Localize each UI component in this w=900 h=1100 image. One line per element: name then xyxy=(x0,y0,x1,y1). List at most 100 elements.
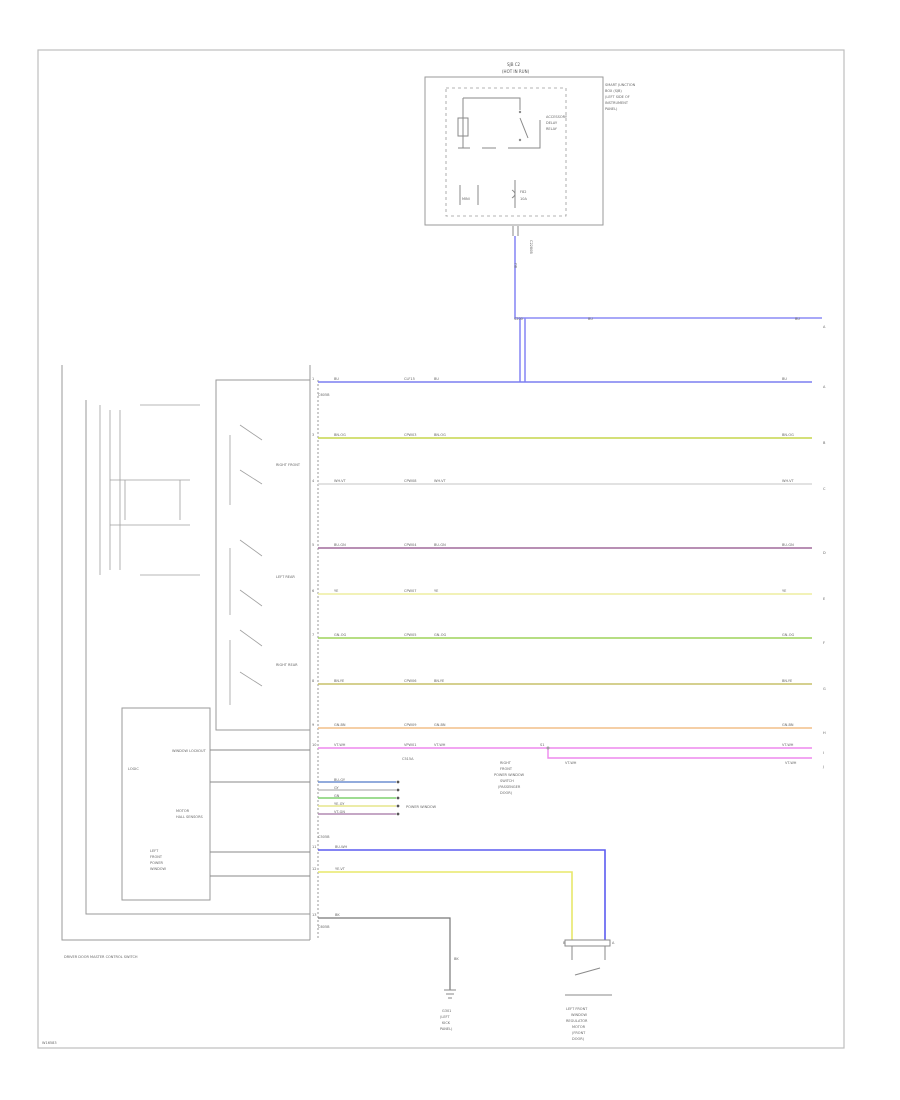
svg-text:(LEFT SIDE OF: (LEFT SIDE OF xyxy=(605,95,630,99)
top-module-inner-dashed xyxy=(445,87,567,217)
wire-pin: 4 xyxy=(312,479,315,483)
hall-terminal xyxy=(396,788,400,792)
svg-text:HALL SENSORS: HALL SENSORS xyxy=(176,815,203,819)
wire-color-mid: BU-GN xyxy=(434,543,446,547)
svg-text:PANEL): PANEL) xyxy=(605,107,618,111)
top-module-header-1: SJB C2 xyxy=(507,62,521,67)
svg-text:FRONT: FRONT xyxy=(150,855,163,859)
top-feed-wire: BU S200 BU BU A xyxy=(514,236,826,382)
svg-text:ACCESSORY: ACCESSORY xyxy=(546,115,568,119)
wire-color-end: BN-YE xyxy=(782,679,792,683)
wire-pin: 9 xyxy=(312,723,314,727)
svg-text:F82: F82 xyxy=(520,190,526,194)
svg-text:SWITCH: SWITCH xyxy=(500,779,514,783)
relay-symbol xyxy=(457,97,541,149)
wire-end-ref: F xyxy=(823,641,825,645)
svg-text:MINI: MINI xyxy=(462,197,470,201)
wire-color-start: BU-GN xyxy=(334,543,346,547)
hall-wire-label: BU-GY xyxy=(334,778,346,782)
wire-end-ref: B xyxy=(823,441,826,445)
wire-pin: 10 xyxy=(312,743,316,747)
bottom-wire-pin-1: 12 xyxy=(312,867,316,871)
svg-text:DOOR): DOOR) xyxy=(572,1037,585,1041)
window-motor: B A LEFT FRONT WINDOW REGULATOR MOTOR (F… xyxy=(563,939,615,1041)
wire-color-mid: BN-YE xyxy=(434,679,444,683)
wire-color-mid: GN-OG xyxy=(434,633,446,637)
wire-color-start: YE xyxy=(334,589,338,593)
wire-color-mid: BU xyxy=(434,377,439,381)
wire-end-ref: C xyxy=(823,487,826,491)
connector-bottom: C605B xyxy=(318,925,330,929)
wire-color-start: VT-WH xyxy=(334,743,346,747)
wire-circuit: CPW09 xyxy=(404,723,416,727)
wire-4: 4 WH-VT CPW08 WH-VT WH-VT C xyxy=(312,479,826,491)
wire-color-mid: WH-VT xyxy=(434,479,447,483)
wire-color-start: WH-VT xyxy=(334,479,347,483)
svg-text:G301: G301 xyxy=(442,1009,451,1013)
svg-text:S1: S1 xyxy=(540,743,544,747)
wire-pin: 5 xyxy=(312,543,314,547)
svg-text:WINDOW: WINDOW xyxy=(150,867,167,871)
wire-circuit: CLF15 xyxy=(404,377,415,381)
wire-circuit: CPW08 xyxy=(404,479,416,483)
svg-text:REGULATOR: REGULATOR xyxy=(566,1019,588,1023)
fuse-symbol xyxy=(459,180,516,208)
wire-pin: 6 xyxy=(312,589,314,593)
bottom-wire-label-0: BU-WH xyxy=(335,845,348,849)
svg-text:SMART JUNCTION: SMART JUNCTION xyxy=(605,83,636,87)
svg-text:MOTOR: MOTOR xyxy=(572,1025,586,1029)
top-module-header-2: (HOT IN RUN) xyxy=(502,69,530,74)
top-feed-label-end: BU xyxy=(795,317,800,321)
hall-caption: POWER WINDOW xyxy=(406,805,437,809)
wire-end-ref: E xyxy=(823,597,825,601)
ground-symbol: BK G301 (LEFT KICK PANEL) xyxy=(440,957,459,1031)
wire-circuit: CPW07 xyxy=(404,589,416,593)
wire-color-end: GN-OG xyxy=(782,633,794,637)
svg-text:(PASSENGER: (PASSENGER xyxy=(498,785,521,789)
switch-label-rr: RIGHT REAR xyxy=(276,663,298,667)
svg-text:POWER: POWER xyxy=(150,861,164,865)
svg-text:(FRONT: (FRONT xyxy=(572,1031,586,1035)
hall-terminal xyxy=(396,812,400,816)
wire-color-start: GN-BN xyxy=(334,723,346,727)
logic-label: LOGIC xyxy=(128,767,139,771)
bottom-wires: BU-WH YE-VT BK 11 12 13 xyxy=(312,845,606,990)
svg-text:POWER WINDOW: POWER WINDOW xyxy=(494,773,525,777)
wire-end-ref: I xyxy=(823,751,824,755)
svg-text:VT-WH: VT-WH xyxy=(565,761,577,765)
svg-text:VT-WH: VT-WH xyxy=(785,761,797,765)
diagram-frame xyxy=(37,49,845,1049)
splice-label: S200 xyxy=(514,317,523,321)
connector-mid: C505B xyxy=(318,835,330,839)
module-name: DRIVER DOOR MASTER CONTROL SWITCH xyxy=(64,955,138,959)
wire-color-start: BU xyxy=(334,377,339,381)
wire-color-end: VT-WH xyxy=(782,743,794,747)
wire-color-end: WH-VT xyxy=(782,479,795,483)
top-feed-label: BU xyxy=(514,263,518,268)
master-switch-module: RIGHT FRONT LEFT REAR RIGHT REAR LOGIC W… xyxy=(61,365,414,959)
svg-text:RIGHT: RIGHT xyxy=(500,761,512,765)
wire-color-mid: VT-WH xyxy=(434,743,446,747)
switch-network xyxy=(99,404,263,705)
wire-end-ref: H xyxy=(823,731,826,735)
wire-color-start: BN-OG xyxy=(334,433,346,437)
hall-terminal xyxy=(396,804,400,808)
switch-label-lr: LEFT REAR xyxy=(276,575,295,579)
connector-top: C605B xyxy=(318,393,330,397)
bottom-wire-label-1: YE-VT xyxy=(335,867,346,871)
hall-terminal xyxy=(396,780,400,784)
switch-label-rf: RIGHT FRONT xyxy=(276,463,301,467)
lockout-label: WINDOW LOCKOUT xyxy=(172,749,207,753)
wire-color-end: BU xyxy=(782,377,787,381)
wire-color-mid: BN-OG xyxy=(434,433,446,437)
wire-end-ref: A xyxy=(823,385,826,389)
hall-wire-label: YE-GY xyxy=(334,802,345,806)
